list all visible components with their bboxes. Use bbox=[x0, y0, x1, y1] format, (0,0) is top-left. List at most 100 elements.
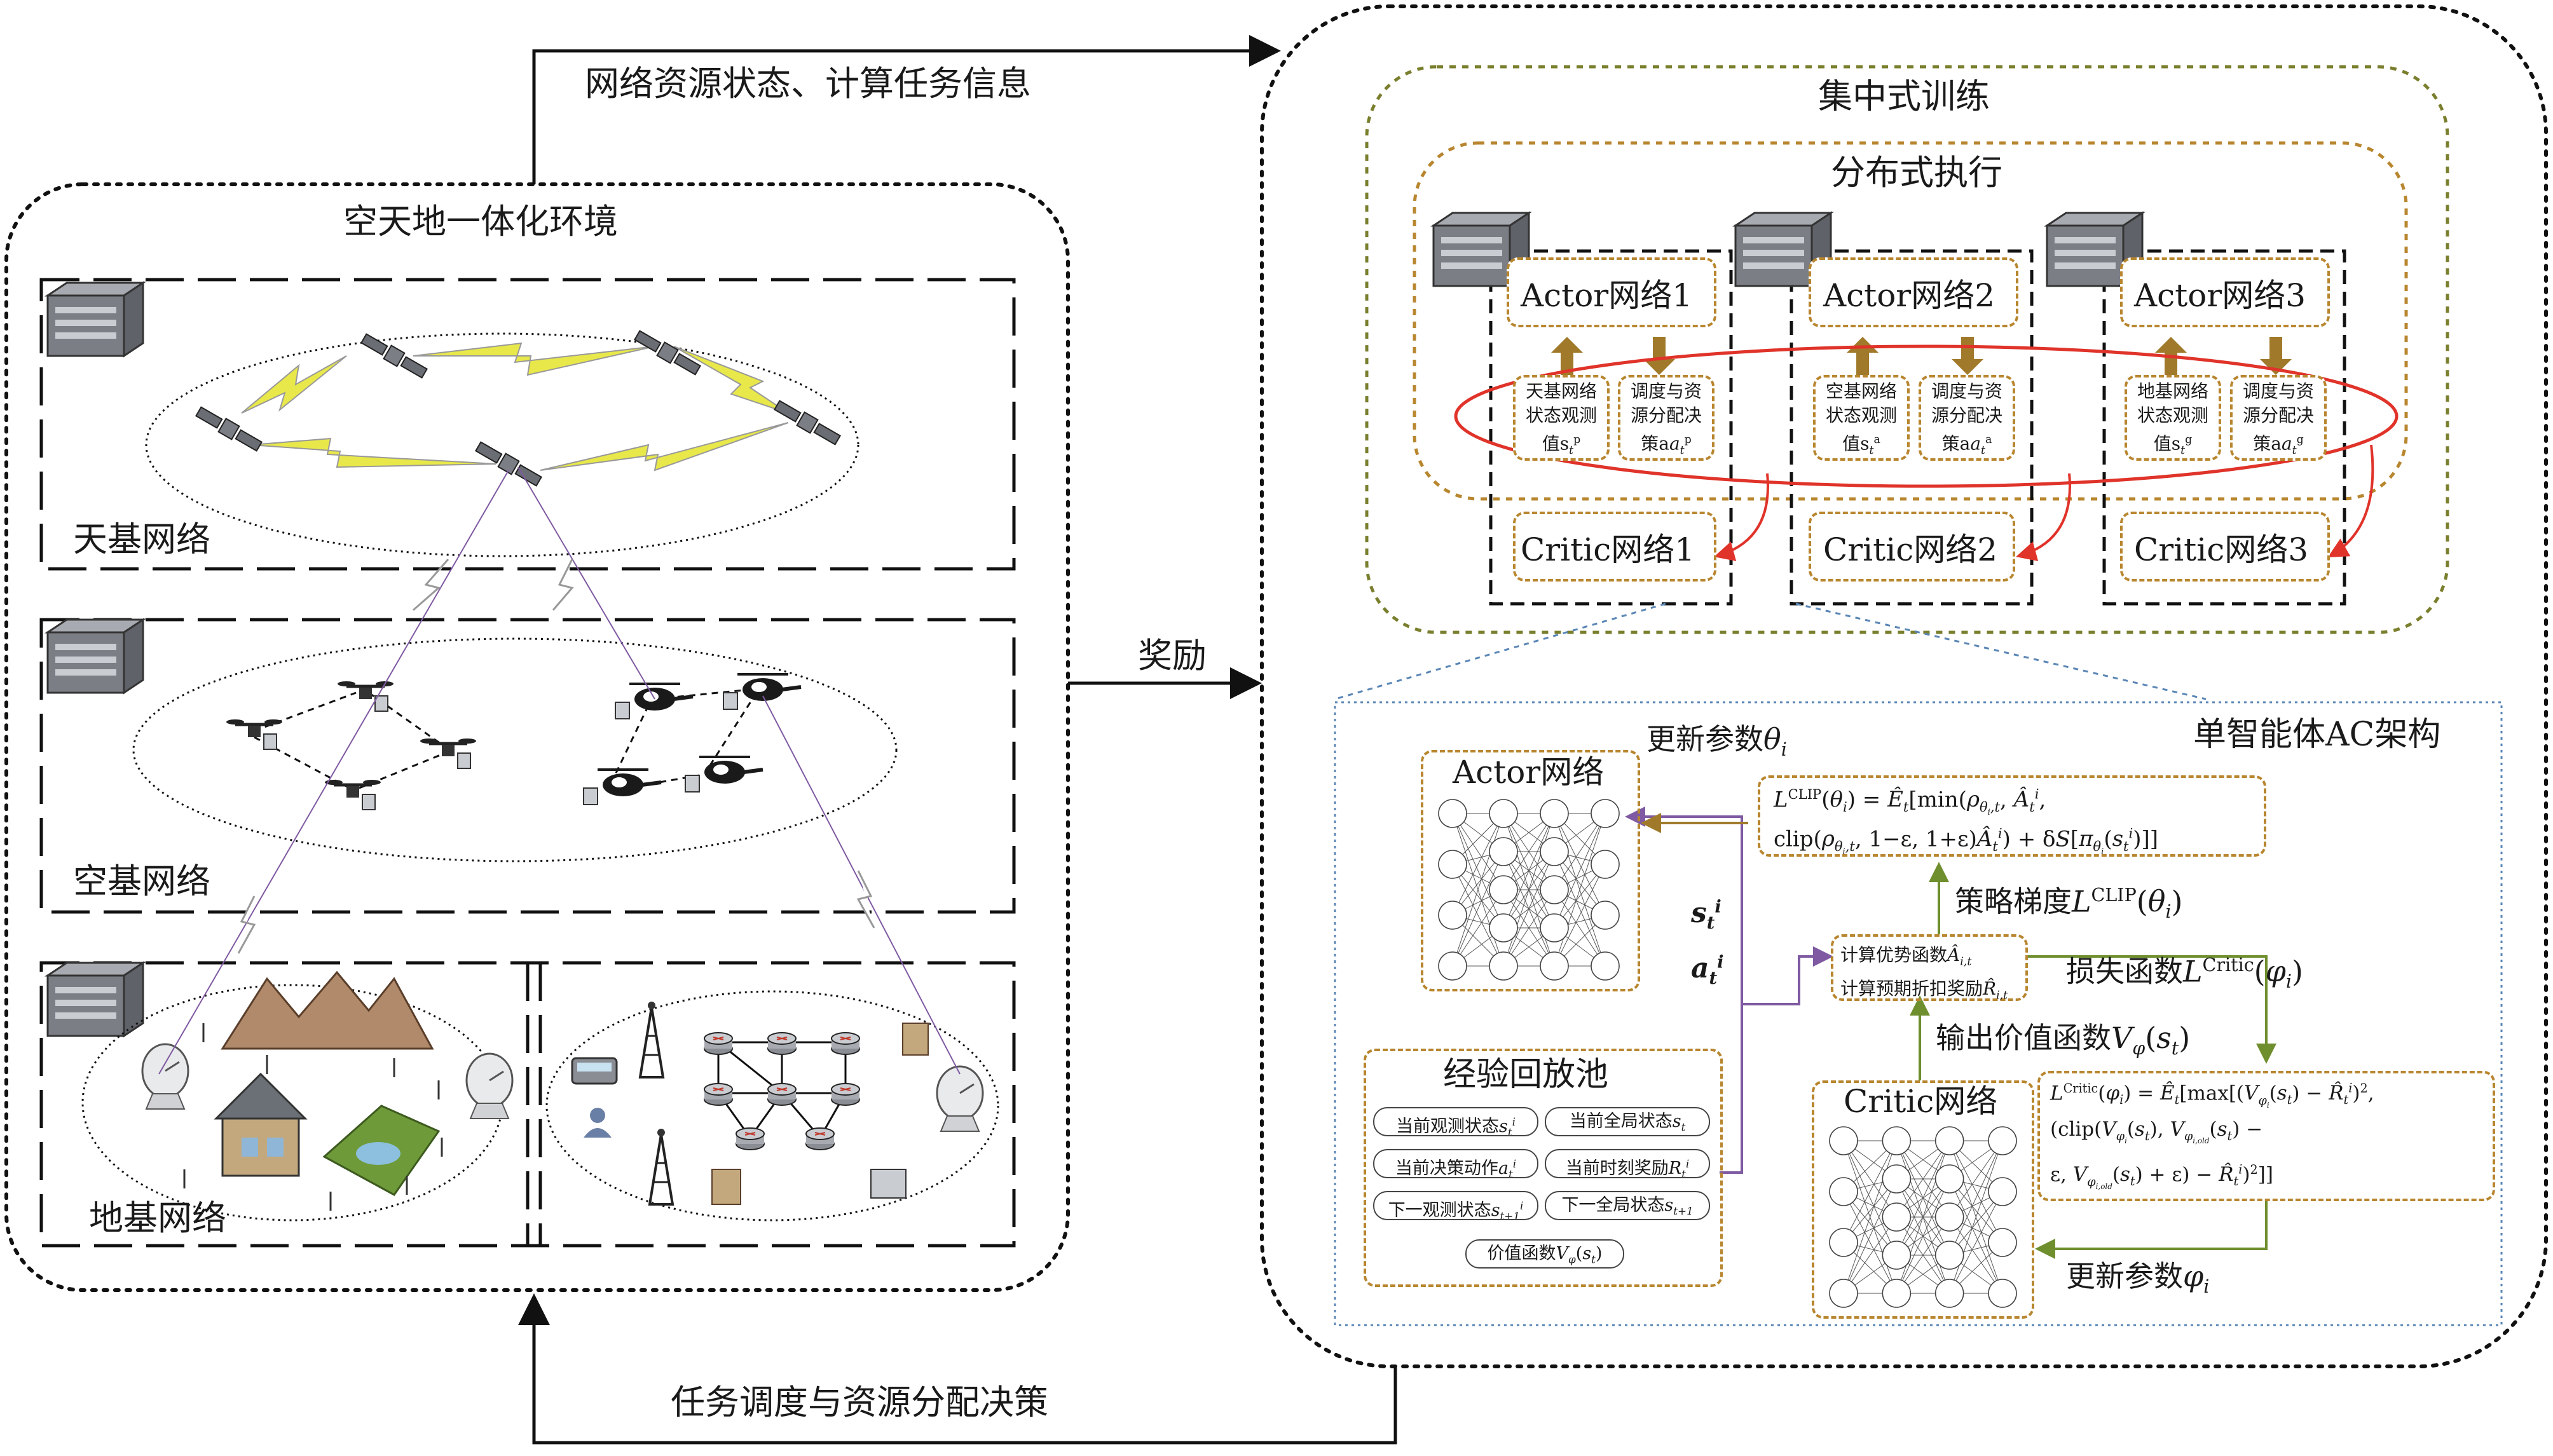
nn-edge bbox=[1896, 1140, 1950, 1256]
decision-1 bbox=[1618, 375, 1715, 461]
drone-icon bbox=[226, 719, 282, 749]
nn-edge bbox=[1949, 1140, 2003, 1294]
replay-item: 当前全局状态st bbox=[1545, 1107, 1710, 1136]
nn-node bbox=[1934, 1164, 1964, 1194]
space-network-label: 天基网络 bbox=[73, 519, 210, 559]
actor-network-2-label: Actor网络2 bbox=[1823, 277, 1995, 314]
environment-title: 空天地一体化环境 bbox=[343, 201, 618, 242]
nn-edge bbox=[1554, 813, 1606, 890]
nn-edge bbox=[1949, 1140, 2003, 1243]
red-arrow-to-critic bbox=[2327, 444, 2374, 557]
nn-edge bbox=[1843, 1191, 1897, 1294]
nn-edge bbox=[1896, 1178, 1950, 1294]
centralized-training-box bbox=[1365, 65, 2449, 634]
agent-column-1 bbox=[1489, 249, 1733, 606]
nn-node bbox=[1829, 1228, 1858, 1257]
state-observation-3-text: 地基网络状态观测值stg bbox=[2137, 381, 2208, 457]
nn-node bbox=[1591, 951, 1620, 981]
ground-ellipse-right bbox=[545, 990, 999, 1221]
replay-item: 下一观测状态st+1i bbox=[1373, 1191, 1538, 1220]
actor-network-3 bbox=[2120, 257, 2330, 327]
update-theta-label: 更新参数θi bbox=[1646, 722, 1787, 761]
air-links bbox=[254, 688, 758, 789]
ppo-objective-box bbox=[1758, 775, 2266, 857]
nn-edge bbox=[1452, 864, 1504, 967]
nn-edge bbox=[1843, 1140, 1897, 1294]
nn-edge bbox=[1896, 1140, 1950, 1294]
nn-edge bbox=[1843, 1216, 1897, 1294]
single-agent-title: 单智能体AC架构 bbox=[2193, 716, 2441, 754]
nn-node bbox=[1934, 1126, 1964, 1155]
actor-network-1 bbox=[1507, 257, 1716, 327]
actor-network-box bbox=[1421, 750, 1640, 991]
nn-node bbox=[1829, 1126, 1858, 1155]
training-frame bbox=[1260, 4, 2548, 1368]
satellite-dish-icon bbox=[936, 1065, 984, 1133]
nn-edge bbox=[1503, 813, 1555, 967]
environment-frame bbox=[4, 182, 1070, 1292]
nn-node bbox=[1882, 1202, 1912, 1232]
decision-2 bbox=[1919, 375, 2015, 461]
green-arrow-loss bbox=[2028, 955, 2276, 1064]
red-arrow-to-critic bbox=[1714, 473, 1769, 561]
router-icon bbox=[831, 1032, 860, 1055]
critic-network-2 bbox=[1809, 512, 2015, 582]
actor-nn-graphic bbox=[1438, 799, 1620, 981]
replay-item: 价值函数Vφ(st) bbox=[1465, 1239, 1624, 1269]
zoom-line bbox=[1795, 602, 2207, 700]
nn-edge bbox=[1452, 813, 1504, 929]
critic-loss-formula-3: ε, Vφi,old(st) + ε) − R̂ti)2]] bbox=[2050, 1162, 2273, 1191]
nn-edge bbox=[1843, 1178, 1897, 1294]
air-server-icon bbox=[46, 618, 144, 694]
router-icon bbox=[704, 1083, 733, 1106]
router-icon bbox=[767, 1083, 797, 1106]
nn-node bbox=[1489, 837, 1518, 866]
nn-node bbox=[1988, 1279, 2017, 1308]
shared-state-ellipse bbox=[1454, 344, 2399, 488]
space-orbit-ellipse bbox=[145, 332, 859, 557]
critic-network-1 bbox=[1513, 512, 1716, 582]
replay-pool-label: 经验回放池 bbox=[1443, 1056, 1609, 1094]
nn-node bbox=[1882, 1164, 1912, 1194]
state-observation-3 bbox=[2125, 375, 2221, 461]
nn-node bbox=[1829, 1279, 1858, 1308]
nn-edge bbox=[1503, 813, 1555, 929]
nn-node bbox=[1988, 1228, 2017, 1257]
nn-edge bbox=[1949, 1140, 2003, 1218]
air-network-box bbox=[39, 618, 1016, 914]
ground-network-label: 地基网络 bbox=[89, 1198, 226, 1238]
nn-edge bbox=[1843, 1140, 1897, 1243]
critic-loss-formula-1: LCritic(φi) = Êt[max[(Vφi(st) − R̂ti)2, bbox=[2050, 1081, 2374, 1110]
replay-pool-box bbox=[1364, 1049, 1723, 1287]
satellite-dish-icon bbox=[141, 1043, 189, 1110]
router-icon bbox=[805, 1127, 835, 1150]
nn-edge bbox=[1554, 813, 1606, 967]
nn-edge bbox=[1896, 1140, 1950, 1218]
nn-node bbox=[1591, 850, 1620, 879]
nn-node bbox=[1829, 1177, 1858, 1206]
decision-1-text: 调度与资源分配决策aatp bbox=[1630, 381, 1702, 457]
satellite-icon bbox=[195, 406, 263, 452]
actor-network-3-label: Actor网络3 bbox=[2134, 277, 2306, 314]
person-icon bbox=[584, 1108, 612, 1138]
nn-node bbox=[1988, 1126, 2017, 1155]
nn-node bbox=[1489, 951, 1518, 981]
nn-node bbox=[1438, 850, 1467, 879]
bus-icon bbox=[571, 1057, 618, 1085]
ppo-objective-formula-2: clip(ρθi,t, 1−ε, 1+ε)Âti) + δS[πθi(sti)]… bbox=[1774, 826, 2159, 857]
critic-loss-box bbox=[2037, 1071, 2495, 1201]
top-arrow-label: 网络资源状态、计算任务信息 bbox=[585, 64, 1031, 104]
router-icon bbox=[736, 1127, 765, 1150]
computer-icon bbox=[711, 1169, 741, 1205]
space-links bbox=[241, 342, 789, 472]
nn-node bbox=[1540, 837, 1569, 866]
red-arrow-to-critic bbox=[2016, 473, 2071, 561]
nn-node bbox=[1882, 1241, 1912, 1270]
agent-column-2 bbox=[1790, 249, 2034, 606]
nn-node bbox=[1489, 875, 1518, 904]
nn-node bbox=[1540, 951, 1569, 981]
critic-loss-formula-2: (clip(Vφi(st), Vφi,old(st) − bbox=[2050, 1118, 2263, 1146]
